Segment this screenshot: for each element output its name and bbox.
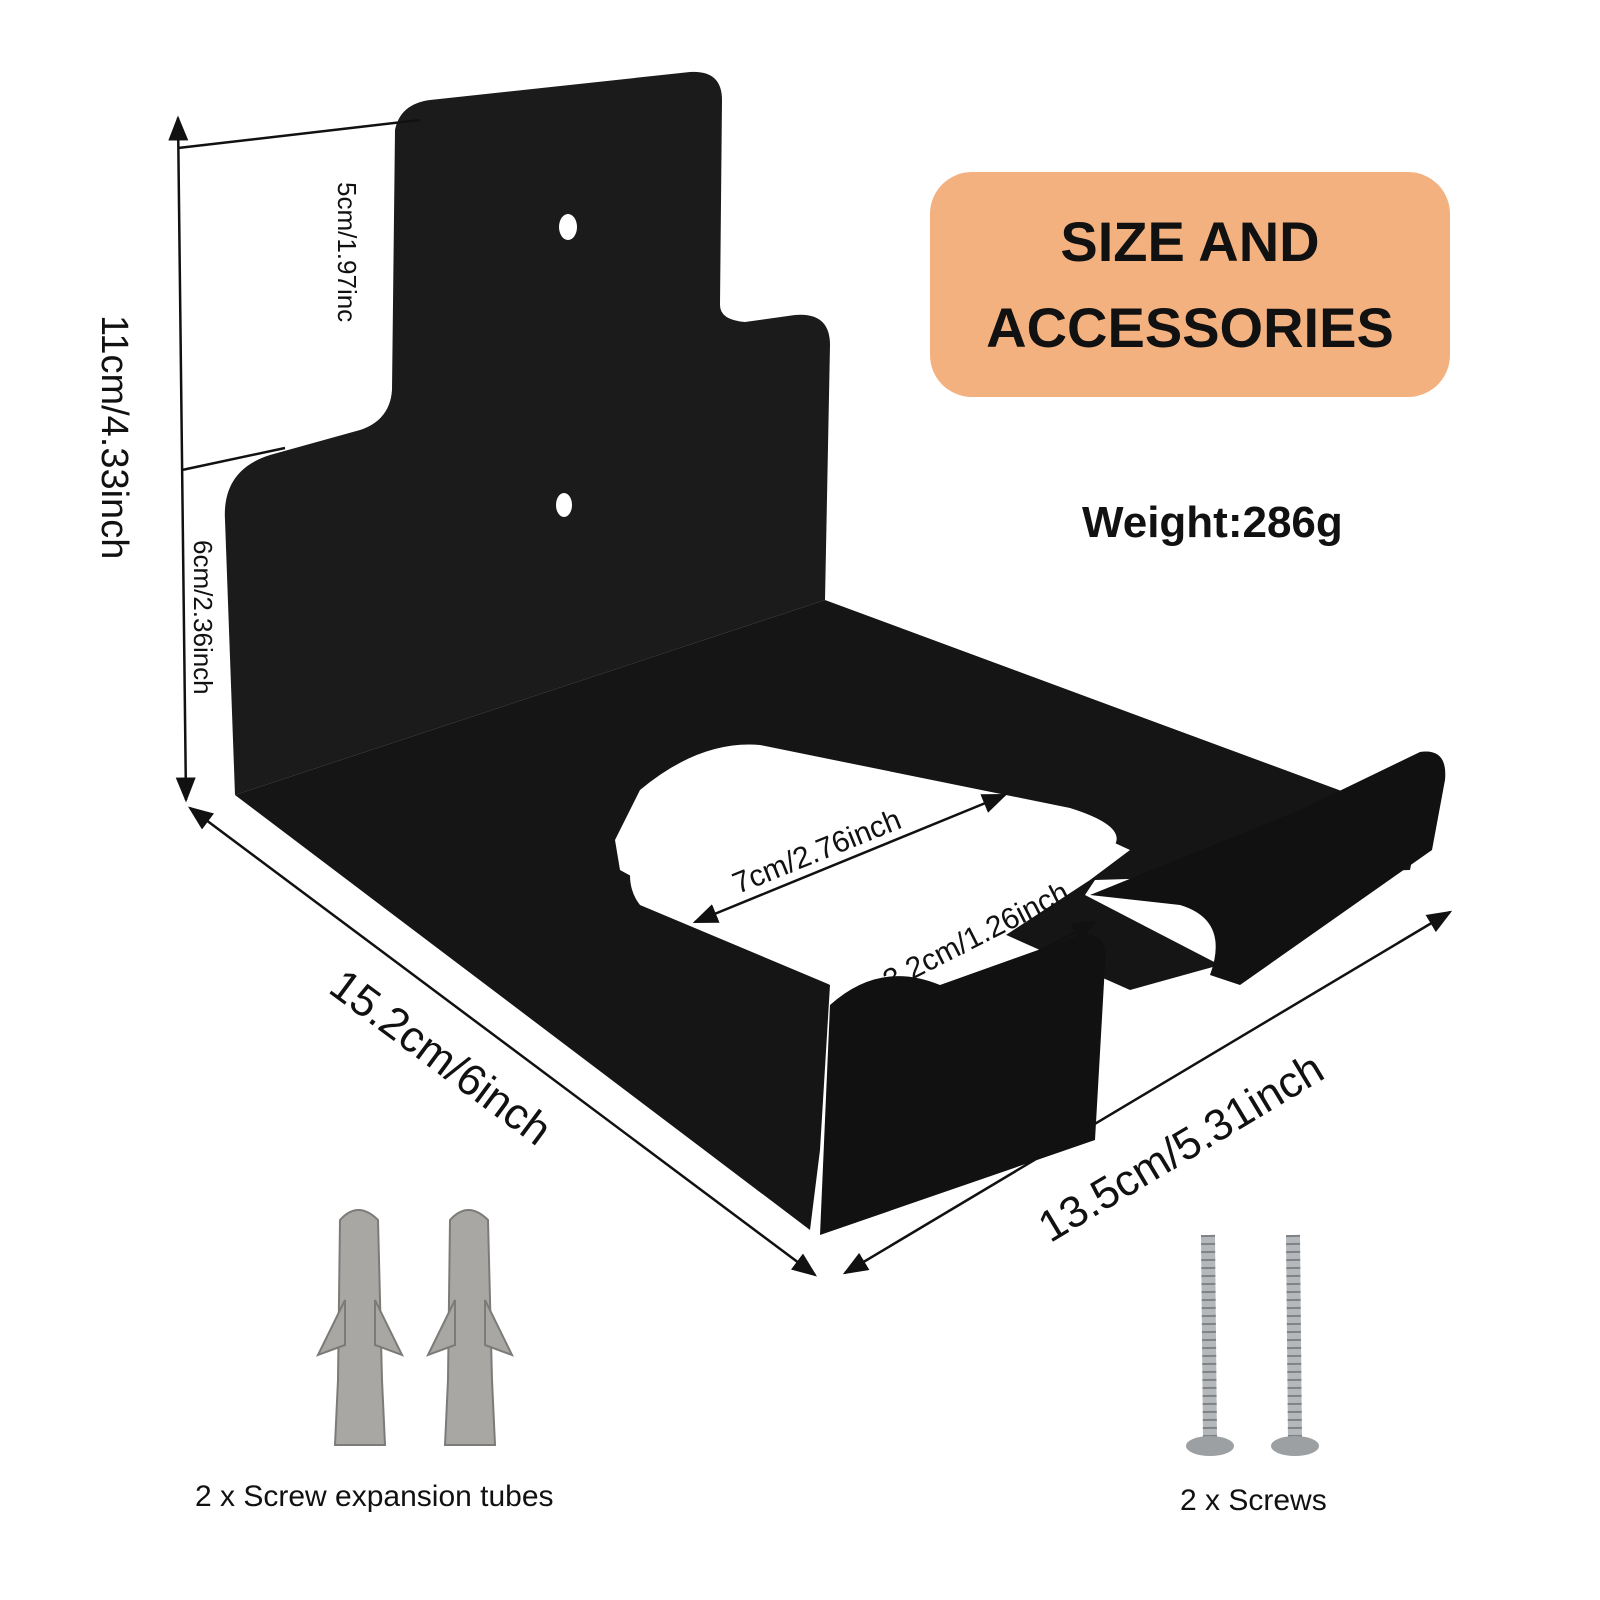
bracket-base-plate [235, 600, 1420, 1230]
screw-icon [1186, 1234, 1319, 1456]
title-badge: SIZE AND ACCESSORIES [930, 172, 1450, 397]
screws-caption: 2 x Screws [1180, 1484, 1327, 1517]
extension-line [181, 446, 286, 472]
bracket-back-plate [224, 71, 830, 795]
wall-anchor-icon [315, 1209, 515, 1446]
width-dimension-line [842, 910, 1453, 1275]
mounting-hole [556, 493, 572, 517]
height-dimension-line [168, 115, 196, 803]
extension-line [177, 118, 421, 150]
badge-line-1: SIZE AND [1060, 209, 1320, 273]
length-dimension-line [187, 806, 818, 1277]
anchors-caption: 2 x Screw expansion tubes [195, 1480, 554, 1513]
badge-line-2: ACCESSORIES [986, 295, 1394, 359]
weight-label: Weight:286g [1082, 498, 1343, 547]
upper-tab-label: 5cm/1.97inc [332, 182, 362, 323]
height-total-label: 11cm/4.33inch [93, 315, 135, 560]
mounting-hole [559, 214, 577, 240]
bracket-right-hook [1090, 751, 1446, 985]
lower-back-label: 6cm/2.36inch [188, 540, 218, 695]
slot-dimension-line [952, 920, 1098, 997]
opening-dimension-line [692, 793, 1008, 924]
